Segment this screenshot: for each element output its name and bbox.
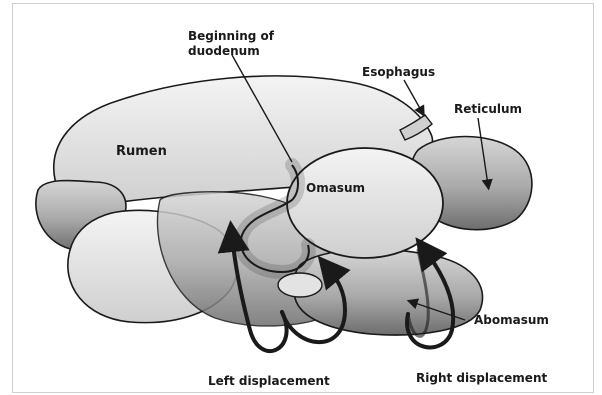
label-abomasum: Abomasum [474,313,549,327]
label-left-displacement: Left displacement [208,374,330,388]
label-esophagus: Esophagus [362,65,435,79]
label-omasum: Omasum [306,181,365,195]
label-duodenum-line2: duodenum [188,44,260,58]
label-right-displacement: Right displacement [416,371,547,385]
label-rumen: Rumen [116,144,167,159]
label-duodenum-line1: Beginning of [188,29,275,43]
pyloric-junction [278,273,322,297]
label-reticulum: Reticulum [454,102,522,116]
